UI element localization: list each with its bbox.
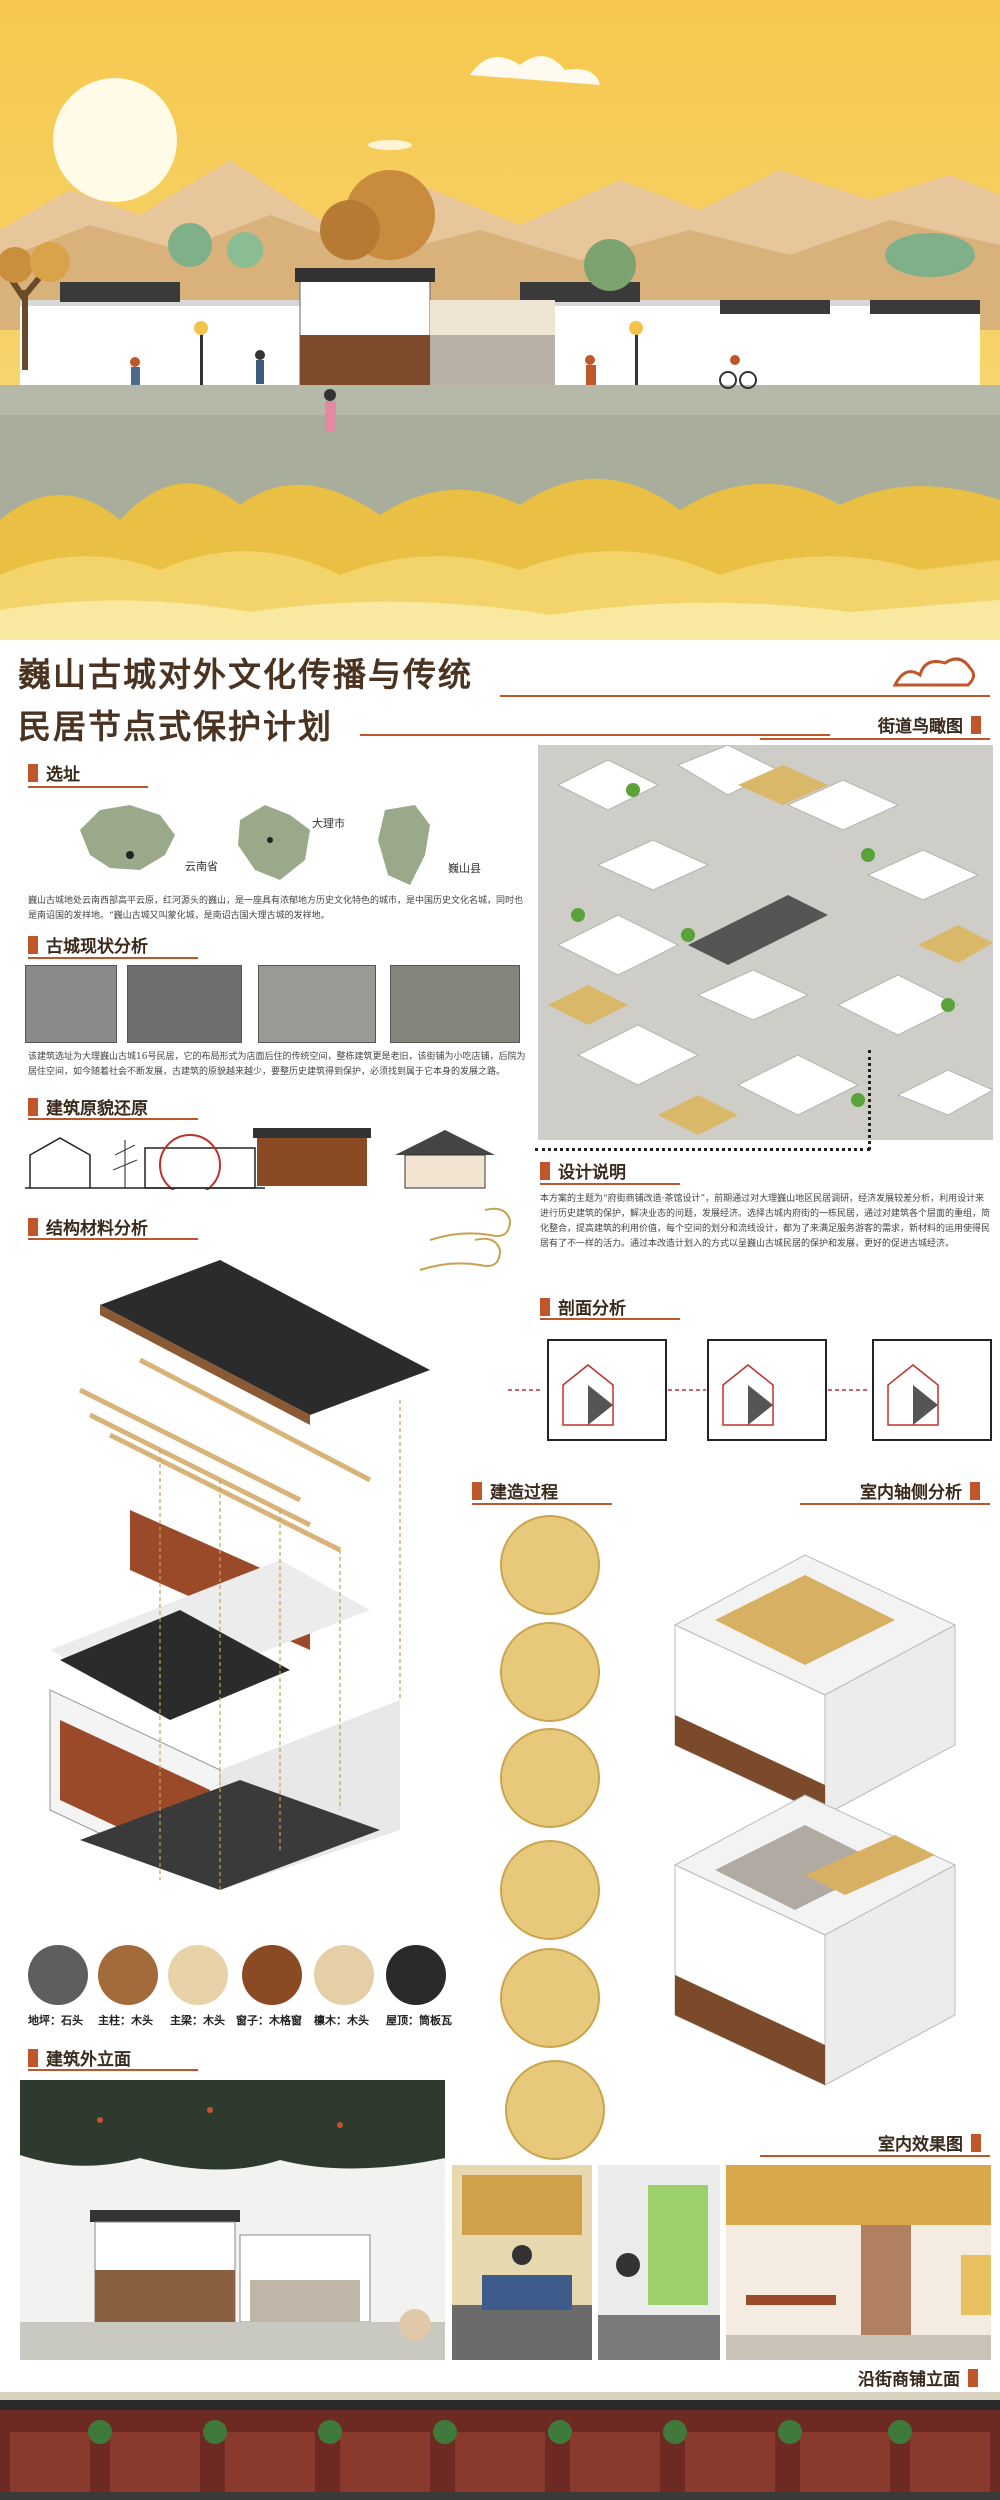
interiorEffect-underline bbox=[760, 2155, 990, 2157]
status-photo-3 bbox=[258, 965, 376, 1043]
street-elevation-render bbox=[0, 2392, 1000, 2500]
material-label-roof: 屋顶：筒板瓦 bbox=[386, 2014, 452, 2027]
material-label-pillar: 主柱：木头 bbox=[98, 2014, 153, 2027]
process-step-4 bbox=[500, 1840, 600, 1940]
material-swatch-window bbox=[242, 1945, 302, 2005]
section-elevation-label: 建筑外立面 bbox=[46, 2050, 131, 2070]
section-restore-heading: 建筑原貌还原 bbox=[28, 1094, 148, 1119]
section-diagrams bbox=[508, 1330, 998, 1455]
process-step-3 bbox=[500, 1728, 600, 1828]
interior-render-2 bbox=[598, 2165, 720, 2360]
material-swatch-pillar bbox=[98, 1945, 158, 2005]
section-interiorEffect-heading: 室内效果图 bbox=[878, 2130, 981, 2155]
elevation-render bbox=[20, 2080, 445, 2360]
section-restore-label: 建筑原貌还原 bbox=[46, 1099, 148, 1119]
aerial-underline bbox=[760, 738, 990, 740]
aerial-dotted-border-v bbox=[868, 1050, 871, 1150]
interior-render-1 bbox=[452, 2165, 592, 2360]
section-process-heading: 建造过程 bbox=[472, 1478, 558, 1503]
county-map bbox=[370, 800, 440, 890]
hero-illustration bbox=[0, 0, 1000, 640]
material-label-window: 窗子：木格窗 bbox=[236, 2014, 302, 2027]
section-site-label: 选址 bbox=[46, 765, 80, 785]
section-site-heading: 选址 bbox=[28, 760, 80, 785]
section-design-heading: 设计说明 bbox=[540, 1158, 626, 1183]
sectionAnalysis-underline bbox=[540, 1318, 680, 1320]
section-sectionAnalysis-label: 剖面分析 bbox=[558, 1299, 626, 1319]
section-streetElevation-heading: 沿街商铺立面 bbox=[858, 2365, 978, 2390]
process-step-2 bbox=[500, 1622, 600, 1722]
swirl-ornament-icon bbox=[410, 1200, 530, 1280]
status-description: 该建筑选址为大理巍山古城16号民居，它的布局形式为店面后住的传统空间，整栋建筑更… bbox=[28, 1052, 526, 1077]
section-elevation-heading: 建筑外立面 bbox=[28, 2045, 131, 2070]
section-status-heading: 古城现状分析 bbox=[28, 932, 148, 957]
material-label-beam: 主梁：木头 bbox=[170, 2014, 225, 2027]
section-interiorEffect-label: 室内效果图 bbox=[878, 2135, 963, 2155]
section-structure-label: 结构材料分析 bbox=[46, 1219, 148, 1239]
province-map bbox=[230, 800, 320, 885]
structure-underline bbox=[28, 1238, 198, 1240]
process-underline bbox=[472, 1503, 612, 1505]
interior-render-3 bbox=[726, 2165, 991, 2360]
map-label-province: 云南省 bbox=[185, 860, 218, 873]
section-interiorAxo-heading: 室内轴侧分析 bbox=[860, 1478, 980, 1503]
section-design-label: 设计说明 bbox=[558, 1163, 626, 1183]
aerial-dotted-border bbox=[535, 1148, 870, 1151]
design-underline bbox=[540, 1183, 680, 1185]
restore-drawings bbox=[25, 1120, 525, 1196]
process-step-6 bbox=[505, 2060, 605, 2160]
status-photo-2 bbox=[127, 965, 242, 1043]
status-photo-4 bbox=[390, 965, 520, 1043]
material-swatch-stone bbox=[28, 1945, 88, 2005]
china-map bbox=[70, 800, 180, 875]
design-description: 本方案的主题为“府街商铺改造·茶馆设计”，前期通过对大理巍山地区民居调研，经济发… bbox=[540, 1194, 991, 1249]
map-label-city: 大理市 bbox=[312, 817, 345, 830]
material-label-purlin: 檩木：木头 bbox=[314, 2014, 369, 2027]
cloud-ornament-icon bbox=[890, 655, 980, 691]
site-description: 巍山古城地处云南西部高平云原，红河源头的巍山，是一座具有浓郁地方历史文化特色的城… bbox=[28, 896, 524, 921]
title-underline bbox=[500, 695, 990, 697]
material-label-stone: 地坪：石头 bbox=[28, 2014, 83, 2027]
site-underline bbox=[28, 786, 148, 788]
elevation-underline bbox=[28, 2069, 198, 2071]
process-step-5 bbox=[500, 1948, 600, 2048]
material-swatch-beam bbox=[168, 1945, 228, 2005]
section-aerial-heading: 街道鸟瞰图 bbox=[878, 712, 981, 737]
interior-axonometric bbox=[655, 1515, 975, 2145]
section-aerial-label: 街道鸟瞰图 bbox=[878, 717, 963, 737]
map-label-county: 巍山县 bbox=[448, 862, 481, 875]
section-interiorAxo-label: 室内轴侧分析 bbox=[860, 1483, 962, 1503]
aerial-view-render bbox=[538, 745, 993, 1140]
page-title-line2: 民居节点式保护计划 bbox=[18, 707, 333, 746]
section-structure-heading: 结构材料分析 bbox=[28, 1214, 148, 1239]
material-swatch-roof bbox=[386, 1945, 446, 2005]
section-process-label: 建造过程 bbox=[490, 1483, 558, 1503]
material-swatch-purlin bbox=[314, 1945, 374, 2005]
section-sectionAnalysis-heading: 剖面分析 bbox=[540, 1294, 626, 1319]
exploded-axonometric bbox=[40, 1250, 470, 1891]
interiorAxo-underline bbox=[800, 1503, 990, 1505]
status-underline bbox=[28, 957, 198, 959]
title-underline-2 bbox=[360, 734, 830, 736]
status-photo-1 bbox=[25, 965, 117, 1043]
process-step-1 bbox=[500, 1515, 600, 1615]
section-streetElevation-label: 沿街商铺立面 bbox=[858, 2370, 960, 2390]
page-title-line1: 巍山古城对外文化传播与传统 bbox=[18, 655, 473, 694]
section-status-label: 古城现状分析 bbox=[46, 937, 148, 957]
restore-underline bbox=[28, 1118, 198, 1120]
